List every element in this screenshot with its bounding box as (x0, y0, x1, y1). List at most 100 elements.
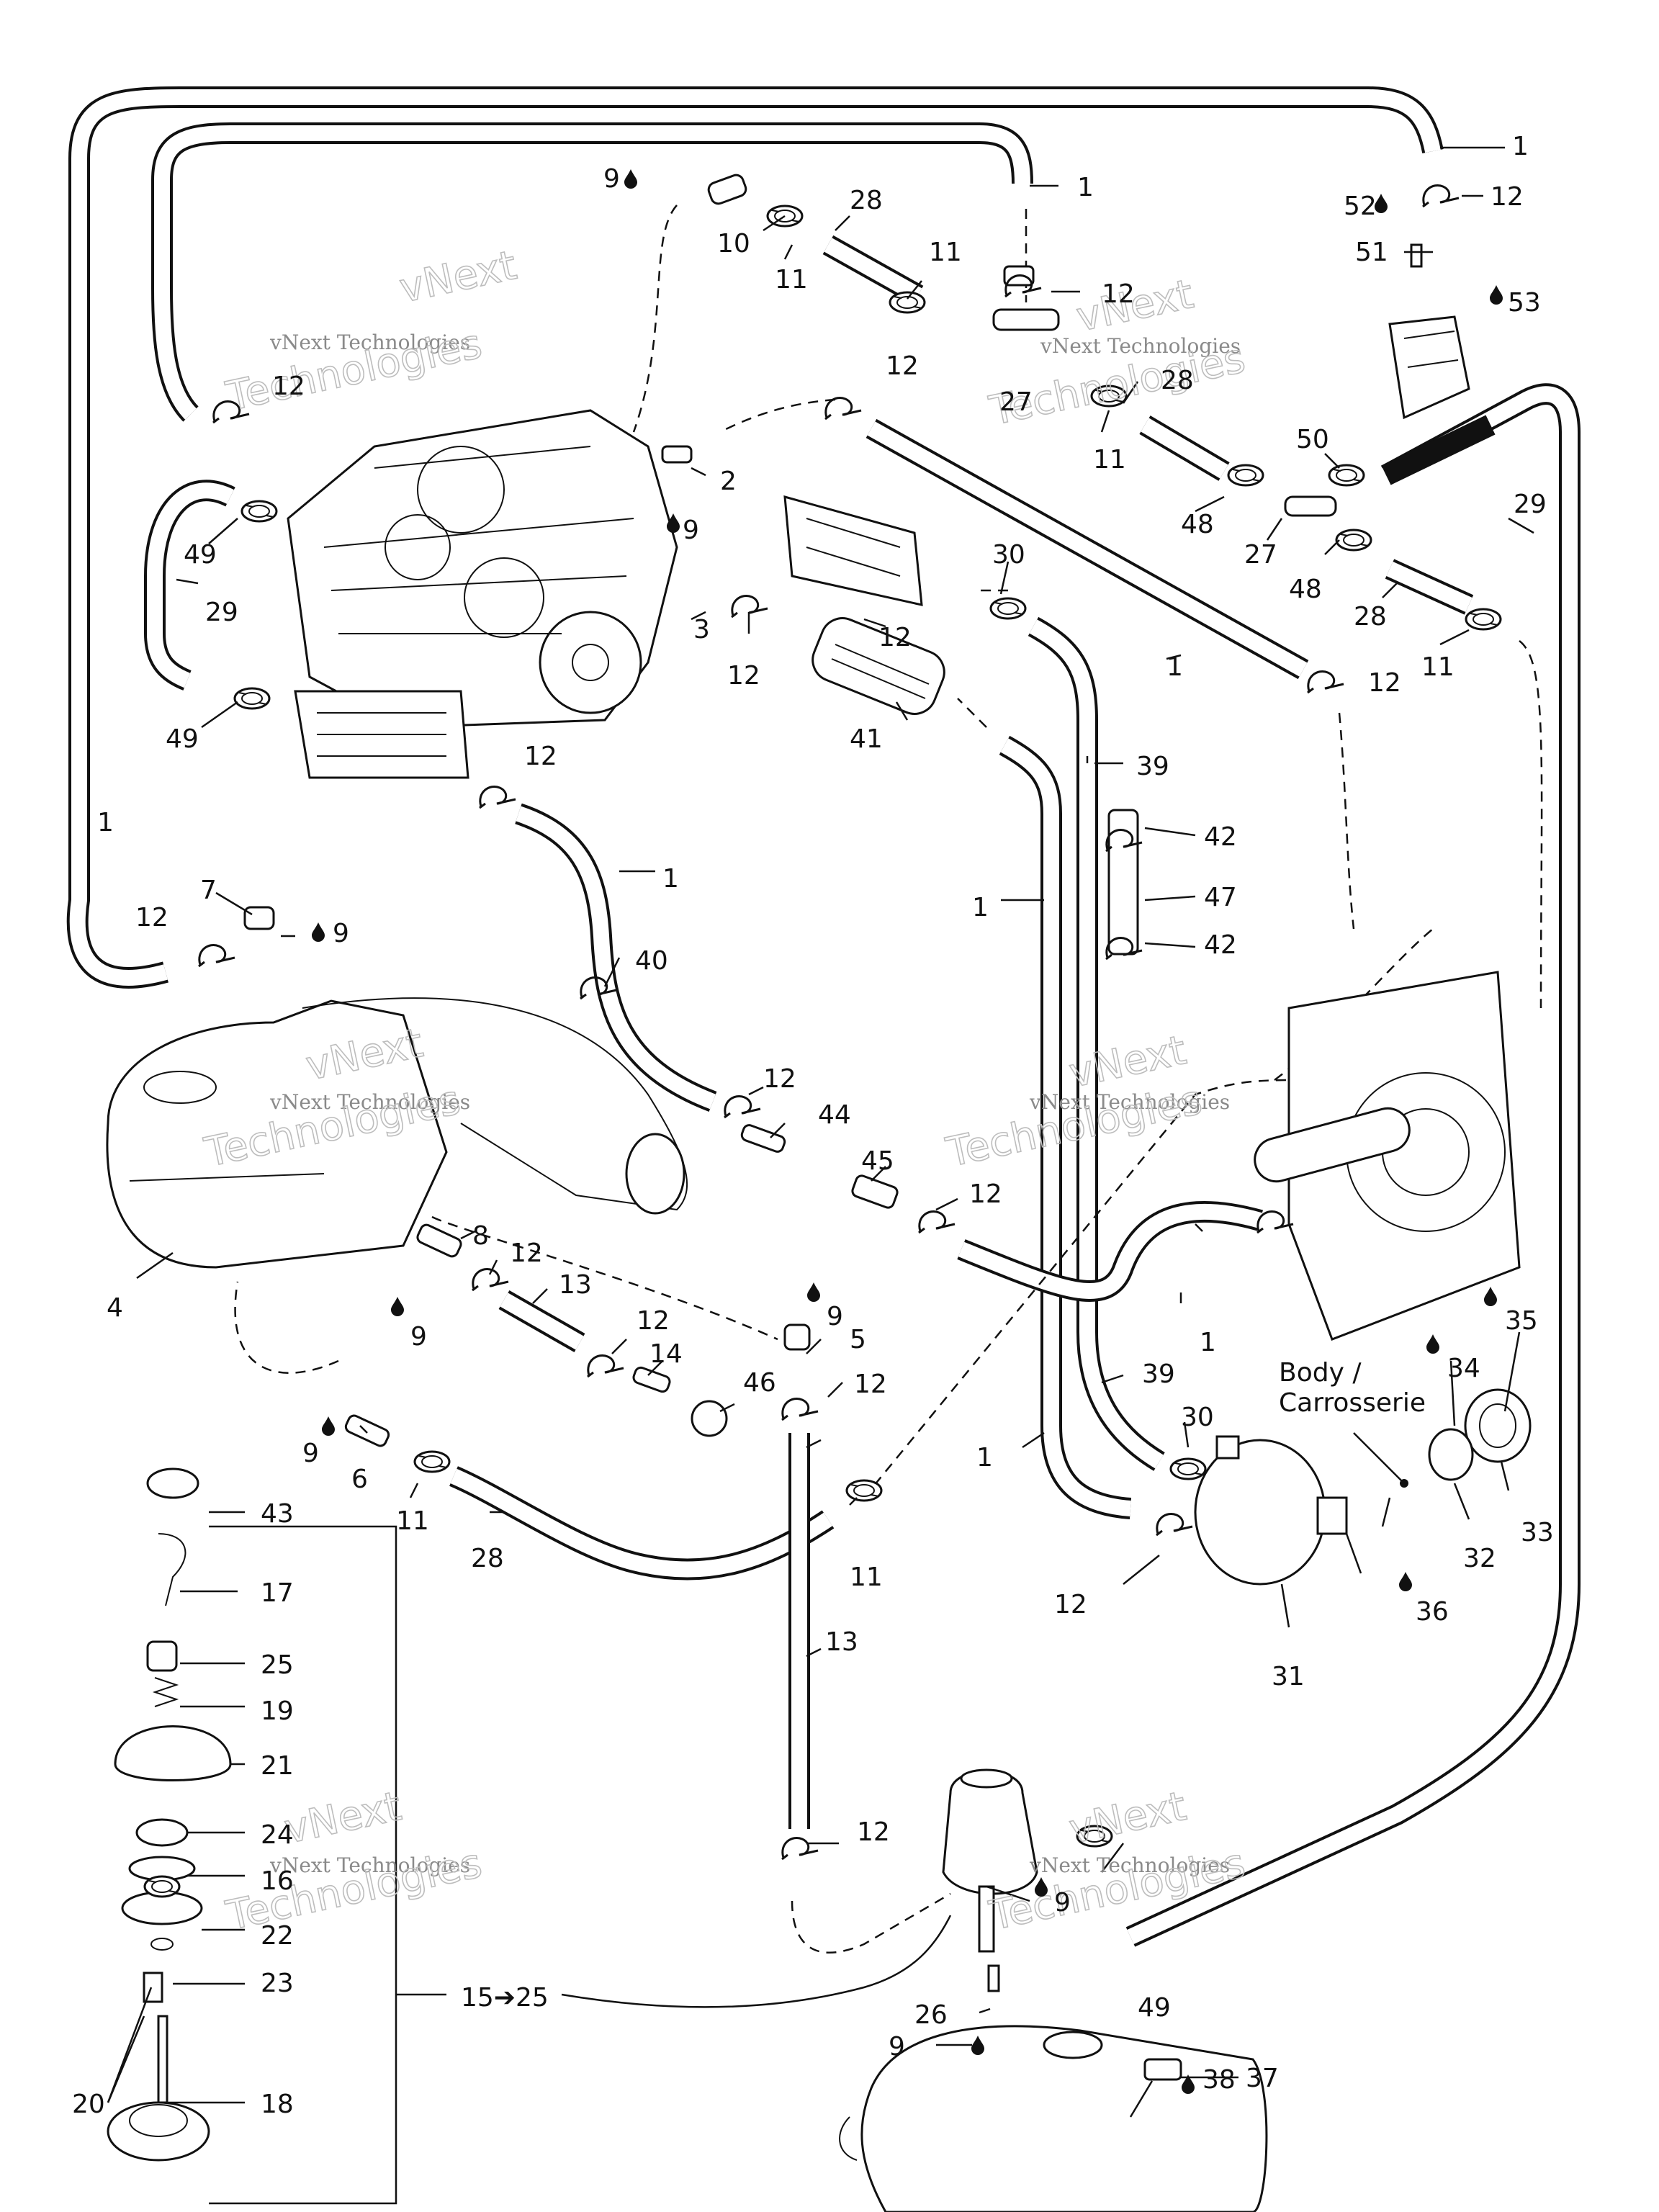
part-label: 43 (261, 1499, 294, 1529)
engine-manifold (294, 690, 469, 779)
part-label: 29 (1514, 490, 1547, 519)
part-label: 12 (727, 661, 760, 691)
part-label: 11 (929, 238, 962, 267)
part-label: 12 (1368, 668, 1401, 698)
part-labels: 1 1 52 12 51 53 9 10 28 11 11 12 12 27 2… (72, 132, 1554, 2119)
sealant-drop-icon (1484, 1287, 1497, 1306)
body-label: Body / (1279, 1358, 1362, 1388)
part-label: 15➔25 (461, 1983, 549, 2013)
part-label: 12 (857, 1817, 890, 1847)
part-label: 28 (850, 186, 883, 215)
part-label: 12 (763, 1064, 796, 1094)
engine-block (287, 409, 678, 729)
body-ground-point (1400, 1479, 1408, 1488)
water-box-31 (1194, 1435, 1348, 1586)
part-label: 49 (1138, 1993, 1171, 2023)
part-label: 11 (396, 1506, 429, 1536)
part-label: 13 (825, 1627, 858, 1657)
part-label: 49 (166, 724, 199, 754)
sealant-drop-icon (807, 1282, 820, 1302)
part-label: 51 (1355, 238, 1388, 267)
sealant-drop-icon (312, 922, 325, 942)
part-label: 48 (1181, 510, 1214, 539)
part-label: 44 (818, 1100, 851, 1130)
watermark-outline: vNext (1072, 271, 1197, 341)
sealant-drop-icon (1426, 1334, 1439, 1354)
part-label: 38 (1202, 2065, 1236, 2095)
part-label: 11 (775, 265, 808, 295)
leader-lines (107, 146, 1534, 2118)
part-label: 12 (1054, 1590, 1087, 1619)
part-label: 27 (1244, 540, 1277, 570)
part-label: 26 (914, 2000, 948, 2030)
part-label: 39 (1142, 1359, 1175, 1389)
part-label: 5 (850, 1325, 866, 1354)
part-label: 45 (861, 1146, 894, 1176)
sealant-drop-icon (624, 169, 637, 189)
part-label: 34 (1447, 1354, 1480, 1383)
part-label: 23 (261, 1969, 294, 1998)
part-label: 13 (559, 1270, 592, 1300)
watermark-text: vNext Technologies (269, 1090, 470, 1114)
part-label: 30 (992, 540, 1025, 570)
part-label: 29 (205, 598, 238, 627)
part-label: 9 (603, 164, 620, 194)
part-label: 12 (854, 1370, 887, 1399)
part-label: 28 (1354, 602, 1387, 631)
part-label: 36 (1416, 1597, 1449, 1627)
sealant-drop-icon (322, 1416, 335, 1436)
part-label: 28 (1161, 366, 1194, 395)
part-label: 53 (1508, 288, 1541, 318)
part-label: 12 (524, 742, 557, 771)
part-label: 1 (97, 808, 114, 837)
exhaust-pipe-4 (106, 997, 688, 1269)
part-label: 27 (999, 387, 1033, 417)
body-label: Carrosserie (1279, 1388, 1426, 1418)
sealant-drop-icon (391, 1297, 404, 1316)
coolant-reservoir (942, 1768, 1038, 1953)
fitting-33 (1428, 1388, 1532, 1481)
exhaust-manifold (783, 495, 923, 606)
part-label: 42 (1204, 822, 1237, 852)
part-label: 12 (637, 1306, 670, 1336)
part-label: 52 (1344, 192, 1377, 221)
part-label: 12 (135, 903, 168, 932)
part-label: 9 (302, 1439, 319, 1468)
part-label: 30 (1181, 1403, 1214, 1432)
part-label: 49 (184, 540, 217, 570)
part-label: 12 (510, 1238, 543, 1268)
watermark-text: vNext Technologies (269, 1853, 470, 1877)
part-label: 50 (1296, 425, 1329, 454)
part-label: 37 (1246, 2064, 1279, 2093)
small-parts (243, 174, 1337, 2081)
part-label: 22 (261, 1921, 294, 1951)
part-label: 1 (1512, 132, 1529, 161)
sealant-drop-icon (1490, 285, 1503, 305)
part-label: 11 (1421, 652, 1455, 682)
watermark-text: vNext Technologies (1029, 1090, 1230, 1114)
part-label: 2 (720, 467, 737, 496)
part-label: 9 (410, 1322, 427, 1352)
part-label: 12 (1491, 182, 1524, 212)
part-label: 1 (972, 893, 989, 922)
thermostat-bleeder (1388, 243, 1470, 420)
part-label: 3 (693, 615, 710, 644)
part-label: 14 (649, 1339, 683, 1369)
part-label: 18 (261, 2090, 294, 2119)
sealant-drop-icon (1399, 1572, 1412, 1591)
muffler-41 (811, 617, 945, 715)
part-label: 12 (1102, 279, 1135, 309)
part-label: 35 (1505, 1306, 1538, 1336)
part-label: 6 (351, 1465, 368, 1494)
watermark-outline: vNext (1065, 1783, 1190, 1853)
hose-network (66, 86, 1581, 1947)
part-label: 25 (261, 1650, 294, 1680)
part-label: 39 (1136, 752, 1169, 781)
part-label: 33 (1521, 1518, 1554, 1547)
watermark-text: vNext Technologies (1029, 1853, 1230, 1877)
watermark-text: vNext Technologies (1040, 334, 1241, 358)
part-label: 9 (827, 1302, 843, 1331)
watermark-outline: vNext (395, 242, 521, 313)
part-label: 48 (1289, 575, 1322, 604)
